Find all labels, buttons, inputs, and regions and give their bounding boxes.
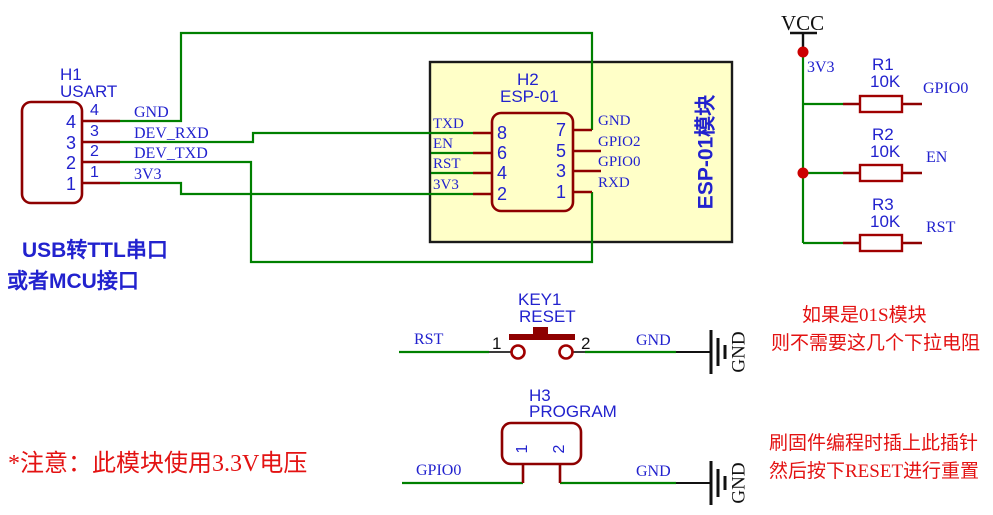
h1-ref: H1 [60,65,82,84]
h3-ref: H3 [529,386,551,405]
h1-inner-pin3: 3 [66,133,77,153]
esp-pin4-number: 4 [497,163,508,183]
net-label-3v3: 3V3 [134,166,162,183]
wire-dev-rxd [120,131,473,144]
net-label-gnd: GND [134,104,169,121]
esp-pin1-number: 1 [556,182,567,202]
r1-net-gpio0: GPIO0 [923,80,969,97]
net-label-dev-txd: DEV_TXD [134,145,208,162]
r3-net-rst: RST [926,219,956,236]
note-pulldown-line2: 则不需要这几个下拉电阻 [771,333,981,354]
h3-pin2-number: 2 [551,444,568,454]
caption-usb-ttl: USB转TTL串口 [22,239,168,262]
h1-inner-pin2: 2 [66,153,77,173]
key1-net-rst: RST [414,331,444,348]
esp-label-gpio2: GPIO2 [598,134,641,150]
resistor-r3-symbol [858,233,904,253]
esp-pin8-number: 8 [497,123,508,143]
note-voltage: *注意：此模块使用3.3V电压 [8,451,308,477]
key1-net-gnd: GND [636,332,671,349]
h3-net-gnd: GND [636,463,671,480]
wire-3v3 [120,181,473,196]
wire-gnd-top [120,31,594,130]
caption-mcu: 或者MCU接口 [7,270,139,293]
esp-pin2-number: 2 [497,184,508,204]
h1-pin2-number: 2 [90,143,99,160]
junction-dots [797,46,809,179]
esp-label-txd: TXD [433,116,464,132]
h3-pin1-number: 1 [514,444,531,454]
key1-pin1-number: 1 [492,334,502,353]
esp-module-label: ESP-01模块 [694,94,718,210]
r2-ref: R2 [872,125,894,144]
r3-ref: R3 [872,195,894,214]
h1-name: USART [60,82,118,101]
h1-pin1-number: 1 [90,164,99,181]
esp-label-gpio0: GPIO0 [598,154,641,170]
note-pulldown-line1: 如果是01S模块 [802,305,927,326]
esp-label-3v3: 3V3 [433,177,459,193]
note-program-line2: 然后按下RESET进行重置 [769,461,980,482]
key1-name: RESET [519,307,576,326]
h1-connector-body [20,100,84,205]
esp-ref: H2 [517,70,539,89]
r1-value: 10K [870,72,901,91]
key1-ref: KEY1 [518,290,562,309]
net-label-dev-rxd: DEV_RXD [134,125,209,142]
rail-3v3-label: 3V3 [807,59,835,76]
esp-pin5-number: 5 [556,141,567,161]
wires [120,31,843,485]
pin-stubs [82,102,922,483]
esp-label-gnd: GND [598,113,631,129]
h1-pin4-number: 4 [90,102,99,119]
h3-name: PROGRAM [529,402,617,421]
h3-header-body [500,421,583,466]
esp-label-rxd: RXD [598,175,630,191]
esp-label-en: EN [433,136,453,152]
h3-gnd-symbol-label: GND [728,462,750,504]
h1-inner-pin4: 4 [66,112,77,132]
r2-net-en: EN [926,149,948,166]
r2-value: 10K [870,142,901,161]
gnd-symbol-h3 [676,461,727,505]
gnd-symbol-key1 [676,330,727,374]
wire-dev-txd [120,160,594,264]
r3-value: 10K [870,212,901,231]
key1-pin2-number: 2 [581,334,591,353]
vcc-label: VCC [781,11,825,35]
h1-pin3-number: 3 [90,123,99,140]
esp-pin7-number: 7 [556,120,567,140]
esp-name: ESP-01 [500,87,559,106]
r1-ref: R1 [872,55,894,74]
key1-gnd-symbol-label: GND [728,331,750,373]
resistor-r1-symbol [858,94,904,114]
esp-pin3-number: 3 [556,161,567,181]
h1-inner-pin1: 1 [66,174,77,194]
esp-label-rst: RST [433,156,461,172]
esp01-pin-box [490,111,575,213]
h3-net-gpio0: GPIO0 [416,462,462,479]
key1-button-symbol [489,327,585,360]
esp-pin6-number: 6 [497,143,508,163]
resistor-r2-symbol [858,163,904,183]
note-program-line1: 刷固件编程时插上此插针 [769,433,979,454]
